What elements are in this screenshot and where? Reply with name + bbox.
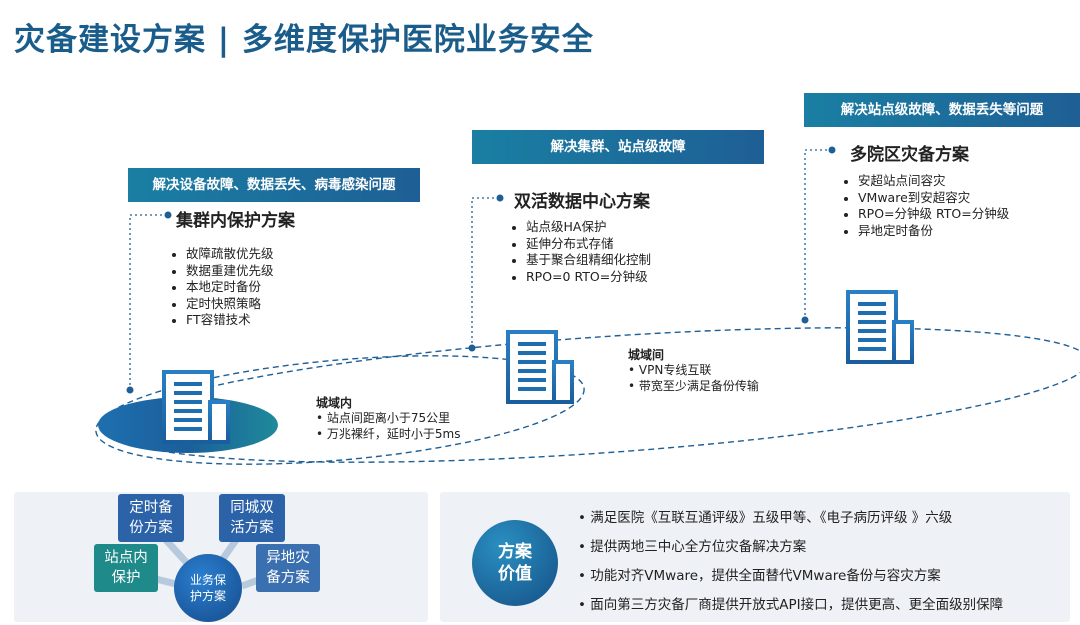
inter-city-ellipse [110, 327, 1080, 463]
solution-2-title: 双活数据中心方案 [514, 192, 650, 212]
connector-site2 [471, 197, 500, 348]
list-item: 延伸分布式存储 [510, 236, 651, 253]
page-title: 灾备建设方案 | 多维度保护医院业务安全 [14, 22, 594, 58]
list-item: 数据重建优先级 [170, 263, 274, 280]
solution-1-title: 集群内保护方案 [176, 211, 295, 231]
value-list: 满足医院《互联互通评级》五级甲等、《电子病历评级 》六级 提供两地三中心全方位灾… [578, 504, 1003, 620]
solution-1-list: 故障疏散优先级 数据重建优先级 本地定时备份 定时快照策略 FT容错技术 [170, 246, 274, 329]
site-protection-box: 站点内 保护 [94, 544, 158, 592]
remote-dr-box: 异地灾 备方案 [256, 544, 320, 592]
list-item: VMware到安超容灾 [842, 190, 1009, 207]
business-protection-circle: 业务保 护方案 [174, 554, 242, 622]
list-item: 定时快照策略 [170, 296, 274, 313]
solution-3-banner: 解决站点级故障、数据丢失等问题 [804, 93, 1080, 127]
list-item: 故障疏散优先级 [170, 246, 274, 263]
building-icon-site1 [162, 370, 230, 444]
connector-site3 [804, 149, 832, 320]
scheduled-backup-box: 定时备 份方案 [118, 494, 184, 542]
list-item: 万兆裸纤，延时小于5ms [316, 426, 461, 442]
solution-1-banner: 解决设备故障、数据丢失、病毒感染问题 [128, 168, 420, 202]
list-item: 站点间距离小于75公里 [316, 410, 460, 426]
building-icon-site3 [846, 290, 914, 364]
list-item: RPO=0 RTO=分钟级 [510, 269, 651, 286]
inter-city-note-list: VPN专线互联 带宽至少满足备份传输 [628, 362, 759, 394]
same-city-active-box: 同城双 活方案 [219, 494, 285, 542]
connector-site1 [129, 214, 168, 390]
list-item: 异地定时备份 [842, 223, 1009, 240]
list-item: 功能对齐VMware，提供全面替代VMware备份与容灾方案 [578, 562, 1003, 591]
list-item: 安超站点间容灾 [842, 173, 1009, 190]
solution-2-banner: 解决集群、站点级故障 [472, 130, 764, 164]
list-item: 本地定时备份 [170, 279, 274, 296]
solution-2-list: 站点级HA保护 延伸分布式存储 基于聚合组精细化控制 RPO=0 RTO=分钟级 [510, 219, 651, 285]
list-item: VPN专线互联 [628, 362, 759, 378]
list-item: 基于聚合组精细化控制 [510, 252, 651, 269]
solution-3-list: 安超站点间容灾 VMware到安超容灾 RPO=分钟级 RTO=分钟级 异地定时… [842, 173, 1009, 239]
list-item: 满足医院《互联互通评级》五级甲等、《电子病历评级 》六级 [578, 504, 1003, 533]
list-item: 带宽至少满足备份传输 [628, 378, 759, 394]
intra-city-note-title: 城域内 [316, 396, 353, 410]
list-item: 面向第三方灾备厂商提供开放式API接口，提供更高、更全面级别保障 [578, 591, 1003, 620]
solution-value-circle: 方案 价值 [472, 520, 558, 606]
list-item: 提供两地三中心全方位灾备解决方案 [578, 533, 1003, 562]
list-item: FT容错技术 [170, 312, 274, 329]
list-item: RPO=分钟级 RTO=分钟级 [842, 206, 1009, 223]
inter-city-note-title: 城域间 [628, 348, 665, 362]
building-icon-site2 [506, 330, 574, 404]
solution-3-title: 多院区灾备方案 [850, 145, 969, 165]
intra-city-ellipse [95, 355, 585, 465]
list-item: 站点级HA保护 [510, 219, 651, 236]
intra-city-note-list: 站点间距离小于75公里 万兆裸纤，延时小于5ms [316, 410, 461, 442]
